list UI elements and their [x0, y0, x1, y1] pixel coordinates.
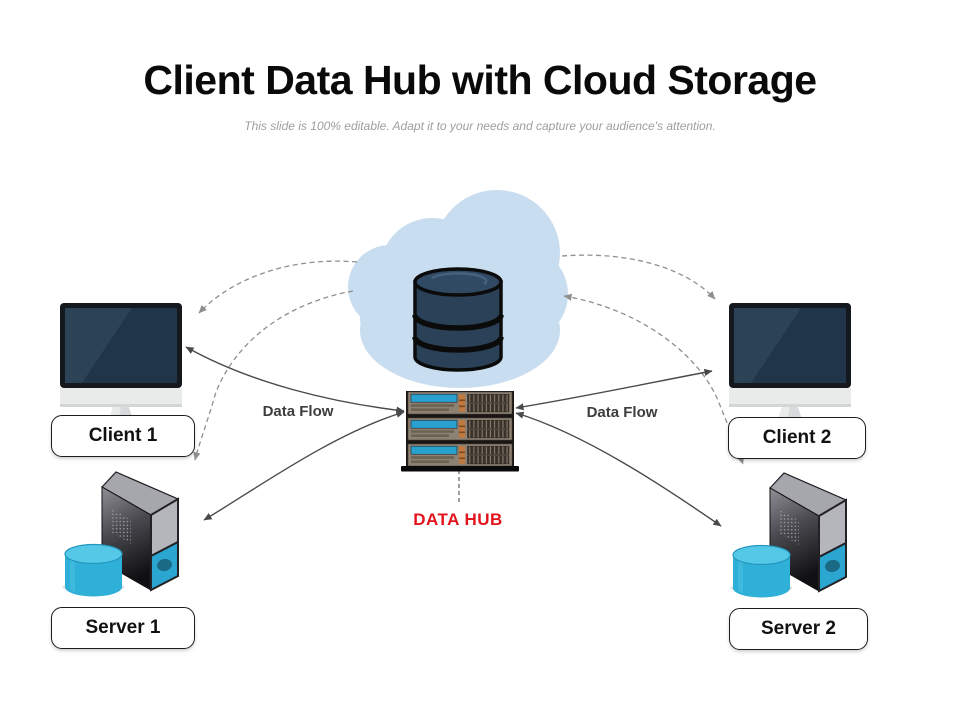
server2-tower-icon — [729, 472, 847, 599]
solid-arrow-hub-client1 — [185, 346, 405, 414]
dashed-arrow-cloud-to-client1 — [198, 260, 358, 314]
server2-label: Server 2 — [729, 608, 868, 650]
data-flow-label-left: Data Flow — [262, 403, 334, 420]
solid-arrow-hub-server2 — [515, 411, 722, 527]
solid-arrow-hub-client2 — [515, 368, 713, 411]
database-icon — [412, 267, 504, 372]
client1-label: Client 1 — [51, 415, 195, 457]
server1-tower-icon — [61, 471, 179, 598]
dashed-arrow-cloud-to-server1 — [193, 290, 354, 461]
dashed-arrow-cloud-to-server2 — [563, 293, 744, 465]
server-rack-icon — [401, 391, 519, 472]
client2-label: Client 2 — [728, 417, 866, 459]
dashed-arrow-cloud-to-client2 — [561, 254, 716, 300]
solid-arrow-hub-server1 — [203, 410, 405, 521]
data-flow-label-right: Data Flow — [586, 404, 658, 421]
data-hub-label: DATA HUB — [413, 510, 503, 529]
page-subtitle: This slide is 100% editable. Adapt it to… — [244, 119, 716, 133]
server1-label: Server 1 — [51, 607, 195, 649]
page-title: Client Data Hub with Cloud Storage — [143, 57, 817, 103]
